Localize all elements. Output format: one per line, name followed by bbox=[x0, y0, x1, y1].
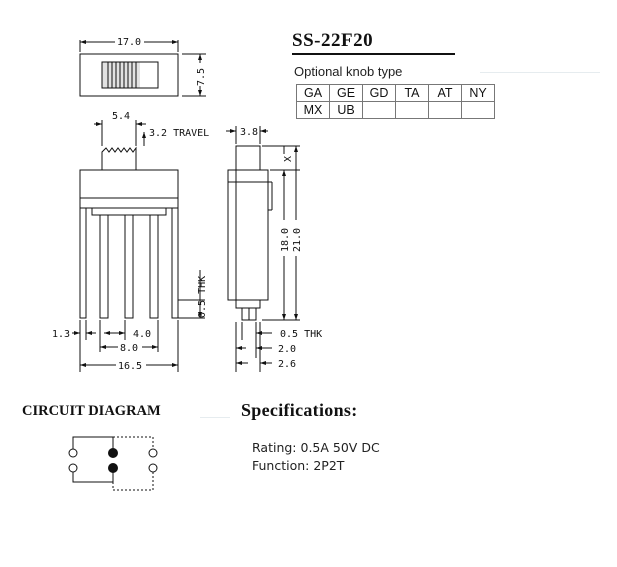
dim-h18: 18.0 bbox=[280, 228, 291, 252]
knob-type-table: GA GE GD TA AT NY MX UB bbox=[296, 84, 495, 119]
circuit-common bbox=[108, 448, 118, 458]
knob-cell: TA bbox=[395, 84, 429, 102]
knob-type-label: Optional knob type bbox=[294, 64, 403, 79]
front-actuator bbox=[101, 146, 137, 170]
knob-cell: GA bbox=[296, 84, 330, 102]
dim-knob-width: 5.4 bbox=[112, 111, 130, 122]
side-actuator bbox=[235, 145, 261, 171]
side-body bbox=[227, 169, 269, 301]
dim-overall: 16.5 bbox=[118, 361, 142, 372]
dim-side-20: 2.0 bbox=[278, 344, 296, 355]
model-title: SS-22F20 bbox=[292, 30, 374, 51]
dim-height-top: 7.5 bbox=[196, 68, 207, 86]
front-view bbox=[72, 120, 205, 372]
knob-cell bbox=[428, 101, 462, 119]
table-row: GA GE GD TA AT NY bbox=[296, 84, 495, 102]
side-view bbox=[226, 126, 300, 372]
top-view-body bbox=[79, 53, 179, 97]
dim-width-top: 17.0 bbox=[117, 37, 141, 48]
circuit-diagram-title: CIRCUIT DIAGRAM bbox=[22, 403, 161, 419]
specifications-title: Specifications: bbox=[241, 400, 358, 420]
dim-side-top: 3.8 bbox=[240, 127, 258, 138]
spec-rating: Rating: 0.5A 50V DC bbox=[252, 440, 380, 455]
dim-pin-thk-front: 0.5 THK bbox=[197, 276, 208, 318]
dim-h21: 21.0 bbox=[292, 228, 303, 252]
title-underline bbox=[292, 53, 455, 55]
knob-cell: MX bbox=[296, 101, 330, 119]
knob-cell: GD bbox=[362, 84, 396, 102]
dim-x-mark: X bbox=[283, 156, 294, 162]
top-view-knob bbox=[101, 61, 159, 89]
knob-cell: UB bbox=[329, 101, 363, 119]
knob-cell bbox=[395, 101, 429, 119]
spec-function: Function: 2P2T bbox=[252, 458, 345, 473]
dim-span8: 8.0 bbox=[120, 343, 138, 354]
front-body bbox=[79, 169, 179, 209]
circuit-common bbox=[108, 463, 118, 473]
dim-left-gap: 1.3 bbox=[52, 329, 70, 340]
circuit-terminal bbox=[148, 463, 158, 473]
top-view bbox=[79, 40, 206, 97]
knob-cell bbox=[461, 101, 495, 119]
table-row: MX UB bbox=[296, 101, 495, 119]
knob-cell bbox=[362, 101, 396, 119]
circuit-terminal bbox=[148, 448, 158, 458]
dim-pin-thk-side: 0.5 THK bbox=[280, 329, 322, 340]
knob-cell: AT bbox=[428, 84, 462, 102]
knob-cell: NY bbox=[461, 84, 495, 102]
circuit-diagram bbox=[68, 436, 158, 491]
dim-travel: 3.2 TRAVEL bbox=[149, 128, 209, 139]
knob-cell: GE bbox=[329, 84, 363, 102]
circuit-terminal bbox=[68, 448, 78, 458]
dim-side-26: 2.6 bbox=[278, 359, 296, 370]
dim-pitch: 4.0 bbox=[133, 329, 151, 340]
circuit-terminal bbox=[68, 463, 78, 473]
